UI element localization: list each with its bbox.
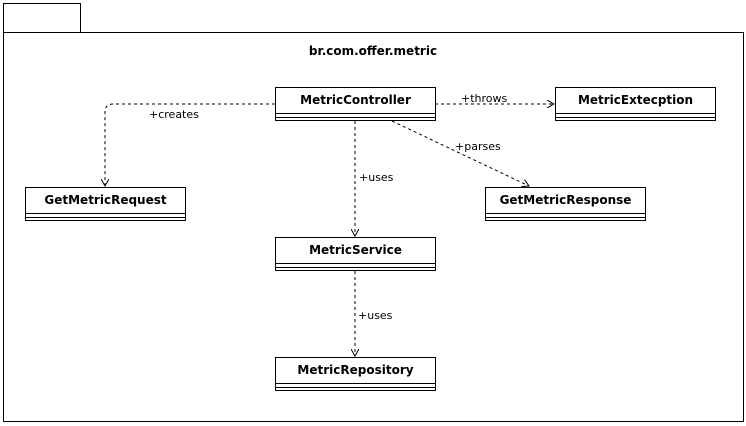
parses-label: +parses (455, 140, 501, 153)
class-name: GetMetricRequest (26, 188, 185, 214)
class-members-divider (26, 217, 185, 218)
class-get-metric-request: GetMetricRequest (25, 187, 186, 221)
package-tab (3, 3, 81, 32)
class-metric-controller: MetricController (275, 87, 436, 121)
package-name: br.com.offer.metric (308, 44, 438, 58)
class-name: GetMetricResponse (486, 188, 645, 214)
creates-arrow (105, 103, 275, 186)
class-members-divider (556, 117, 715, 118)
class-name: MetricRepository (276, 358, 435, 384)
class-get-metric-response: GetMetricResponse (485, 187, 646, 221)
class-name: MetricService (276, 238, 435, 264)
class-members-divider (276, 117, 435, 118)
uses-repository-label: +uses (358, 309, 393, 322)
class-name: MetricController (276, 88, 435, 114)
class-members-divider (486, 217, 645, 218)
class-metric-repository: MetricRepository (275, 357, 436, 391)
creates-label: +creates (149, 108, 199, 121)
class-metric-service: MetricService (275, 237, 436, 271)
class-members-divider (276, 387, 435, 388)
parses-arrow (391, 120, 529, 186)
class-members-divider (276, 267, 435, 268)
uses-service-label: +uses (359, 171, 394, 184)
class-name: MetricExtecption (556, 88, 715, 114)
throws-label: +throws (461, 92, 508, 105)
class-metric-exception: MetricExtecption (555, 87, 716, 121)
